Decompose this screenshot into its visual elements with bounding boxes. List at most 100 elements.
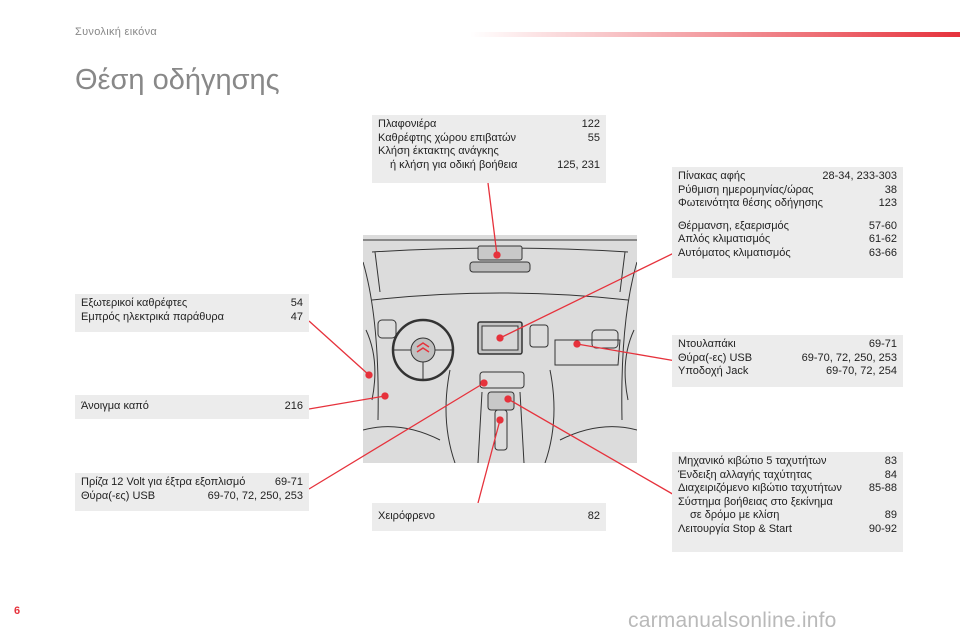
handbrake-lever: [494, 409, 508, 451]
item-page: 28-34, 233-303: [822, 170, 897, 182]
group-spacer: [678, 211, 897, 220]
item-label: Φωτεινότητα θέσης οδήγησης: [678, 197, 823, 209]
item-label: Καθρέφτης χώρου επιβατών: [378, 131, 517, 144]
item-page: 90-92: [868, 522, 897, 535]
page-number: 6: [14, 605, 21, 617]
item-label: Θύρα(-ες) USB: [81, 489, 156, 502]
item-label: Ρύθμιση ημερομηνίας/ώρας: [678, 183, 814, 196]
item-label: Πίνακας αφής: [678, 170, 746, 182]
callout-row: Εμπρός ηλεκτρικά παράθυρα 47: [81, 311, 303, 325]
leader-touchscreen: [499, 251, 677, 339]
item-page: 38: [884, 183, 897, 196]
watermark: carmanualsonline.info: [628, 609, 837, 632]
item-page: 84: [884, 468, 897, 481]
dashboard-top: [371, 292, 629, 301]
callout-row: Υποδοχή Jack 69-70, 72, 254: [678, 365, 897, 379]
item-label: Κλήση έκτακτης ανάγκης: [378, 145, 499, 157]
item-label: Χειρόφρενο: [378, 510, 435, 522]
callout-bonnet: Άνοιγμα καπό 216: [75, 395, 309, 419]
item-page: 69-71: [274, 476, 303, 488]
brand-logo: [416, 342, 430, 353]
glovebox-lid: [554, 339, 621, 366]
item-label: Εμπρός ηλεκτρικά παράθυρα: [81, 310, 225, 323]
a-pillars: [374, 251, 626, 293]
item-label: Αυτόματος κλιματισμός: [678, 246, 791, 259]
item-page: 123: [878, 197, 897, 209]
callout-row: Απλός κλιματισμός 61-62: [678, 233, 897, 247]
callout-row: Ρύθμιση ημερομηνίας/ώρας 38: [678, 184, 897, 198]
leader-handbrake: [477, 419, 501, 504]
item-label: Διαχειριζόμενο κιβώτιο ταχυτήτων: [678, 482, 842, 494]
item-label: Απλός κλιματισμός: [678, 233, 771, 245]
item-label: Πρίζα 12 Volt για έξτρα εξοπλισμό: [81, 476, 246, 488]
header-accent-bar: [470, 32, 960, 37]
callout-row: Θύρα(-ες) USB 69-70, 72, 250, 253: [678, 352, 897, 366]
callout-row: Κλήση έκτακτης ανάγκης: [378, 145, 600, 159]
item-label: σε δρόμο με κλίση: [690, 509, 780, 521]
item-page: 69-70, 72, 250, 253: [801, 351, 897, 364]
item-label: Σύστημα βοήθειας στο ξεκίνημα: [678, 495, 833, 508]
callout-row: Θέρμανση, εξαερισμός 57-60: [678, 220, 897, 234]
item-page: 69-70, 72, 250, 253: [207, 489, 303, 502]
callout-ceiling: Πλαφονιέρα 122 Καθρέφτης χώρου επιβατών 55…: [372, 115, 606, 183]
callout-mirrors: Εξωτερικοί καθρέφτες 54 Εμπρός ηλεκτρικά …: [75, 294, 309, 332]
item-page: 122: [581, 118, 600, 130]
callout-row: Καθρέφτης χώρου επιβατών 55: [378, 132, 600, 146]
leader-ceiling: [487, 182, 498, 256]
item-label: ή κλήση για οδική βοήθεια: [390, 158, 518, 171]
mirrors-marker: [365, 371, 373, 379]
page-title: Θέση οδήγησης: [75, 64, 280, 96]
callout-row: Μηχανικό κιβώτιο 5 ταχυτήτων 83: [678, 455, 897, 469]
item-page: 47: [290, 310, 303, 323]
callout-touchscreen: Πίνακας αφής 28-34, 233-303 Ρύθμιση ημερο…: [672, 167, 903, 278]
item-page: 57-60: [868, 219, 897, 232]
callout-row: Χειρόφρενο 82: [378, 510, 600, 524]
item-label: Θύρα(-ες) USB: [678, 351, 753, 364]
item-page: 85-88: [868, 482, 897, 494]
item-label: Θέρμανση, εξαερισμός: [678, 219, 789, 232]
item-label: Υποδοχή Jack: [678, 365, 749, 377]
callout-row: Φωτεινότητα θέσης οδήγησης 123: [678, 197, 897, 211]
glovebox-marker: [573, 340, 581, 348]
leader-glovebox: [576, 343, 677, 362]
left-vent: [377, 319, 397, 339]
item-page: 69-71: [868, 338, 897, 350]
callout-row: Πρίζα 12 Volt για έξτρα εξοπλισμό 69-71: [81, 476, 303, 490]
leader-socket: [308, 382, 485, 490]
item-page: 69-70, 72, 254: [826, 365, 897, 377]
socket-marker: [480, 379, 488, 387]
callout-row: Άνοιγμα καπό 216: [81, 400, 303, 414]
item-page: 61-62: [868, 233, 897, 245]
callout-glovebox: Ντουλαπάκι 69-71 Θύρα(-ες) USB 69-70, 72, …: [672, 335, 903, 387]
right-vent: [591, 329, 619, 349]
callout-row: Πίνακας αφής 28-34, 233-303: [678, 170, 897, 184]
item-label: Άνοιγμα καπό: [81, 400, 149, 412]
callout-handbrake: Χειρόφρενο 82: [372, 503, 606, 531]
steering-hub: [410, 337, 436, 363]
item-page: 83: [884, 455, 897, 467]
item-label: Λειτουργία Stop & Start: [678, 522, 792, 535]
item-label: Πλαφονιέρα: [378, 118, 437, 130]
leader-gearbox: [507, 398, 677, 497]
callout-row: Διαχειριζόμενο κιβώτιο ταχυτήτων 85-88: [678, 482, 897, 496]
item-page: 82: [587, 510, 600, 522]
callout-gearbox: Μηχανικό κιβώτιο 5 ταχυτήτων 83 Ένδειξη α…: [672, 452, 903, 552]
item-label: Ένδειξη αλλαγής ταχύτητας: [678, 468, 812, 481]
item-page: 54: [290, 297, 303, 309]
climate-controls: [479, 371, 525, 389]
section-label: Συνολική εικόνα: [75, 26, 158, 38]
item-label: Εξωτερικοί καθρέφτες: [81, 297, 188, 309]
rear-view-mirror: [469, 261, 531, 273]
callout-row: Θύρα(-ες) USB 69-70, 72, 250, 253: [81, 490, 303, 504]
item-label: Μηχανικό κιβώτιο 5 ταχυτήτων: [678, 455, 827, 467]
item-label: Ντουλαπάκι: [678, 338, 736, 350]
callout-row: Ένδειξη αλλαγής ταχύτητας 84: [678, 469, 897, 483]
item-page: 216: [284, 400, 303, 412]
item-page: 55: [587, 131, 600, 144]
console-sides: [477, 391, 525, 463]
seat-edges: [363, 426, 637, 441]
touchscreen-marker: [496, 334, 504, 342]
